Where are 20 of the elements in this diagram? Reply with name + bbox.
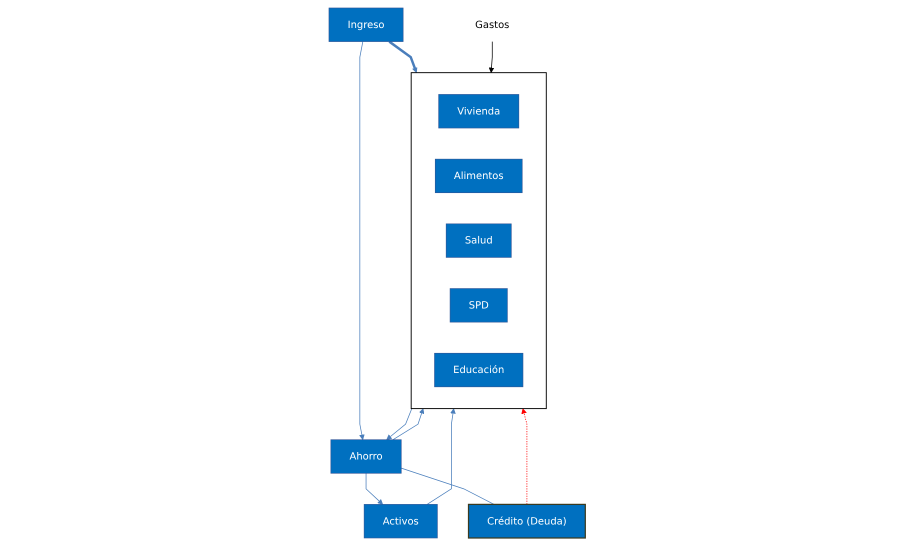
node-text: Gastos bbox=[475, 18, 510, 30]
arrow bbox=[359, 41, 364, 440]
node-box: Salud bbox=[446, 224, 512, 258]
node-box: Vivienda bbox=[438, 94, 519, 128]
node-box: Ingreso bbox=[328, 8, 404, 42]
node-box: Crédito (Deuda) bbox=[468, 504, 586, 539]
arrow bbox=[392, 408, 424, 440]
node-box: Ahorro bbox=[330, 439, 402, 474]
arrow bbox=[366, 472, 383, 505]
connector bbox=[400, 468, 494, 505]
cluster bbox=[410, 72, 547, 410]
arrow bbox=[388, 40, 418, 73]
arrow bbox=[386, 408, 412, 440]
arrow bbox=[488, 41, 494, 73]
arrow bbox=[521, 408, 528, 505]
node-box: Activos bbox=[364, 504, 438, 538]
node-box: Alimentos bbox=[434, 158, 522, 194]
node-box: Educación bbox=[434, 352, 524, 388]
node-box: SPD bbox=[450, 288, 508, 322]
arrow bbox=[426, 408, 456, 505]
